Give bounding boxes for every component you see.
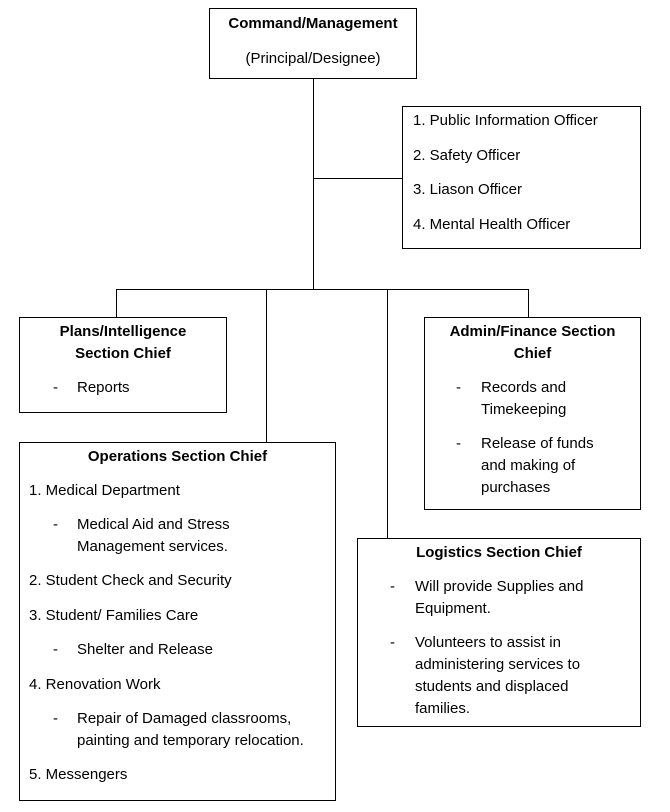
plans-box: Plans/Intelligence Section Chief - Repor… <box>19 317 227 413</box>
connector-horizontal-bus <box>116 289 529 290</box>
connector-plans-drop <box>116 289 117 318</box>
connector-officers-branch <box>313 178 403 179</box>
admin-title-line2: Chief <box>513 345 552 362</box>
officer-item: 4. Mental Health Officer <box>413 216 571 233</box>
command-box: Command/Management (Principal/Designee) <box>209 8 417 79</box>
admin-item-line: and making of <box>481 457 576 474</box>
logistics-item: - Will provide Supplies and Equipment. <box>358 576 640 620</box>
officer-item: 3. Liason Officer <box>413 181 522 198</box>
dash-bullet: - <box>456 435 461 452</box>
operations-item: 2. Student Check and Security <box>29 572 232 589</box>
operations-item: 5. Messengers <box>29 766 128 783</box>
command-subtitle: (Principal/Designee) <box>245 50 381 67</box>
logistics-item-line: Equipment. <box>415 600 491 617</box>
logistics-title: Logistics Section Chief <box>416 544 582 561</box>
operations-subitem-line: Repair of Damaged classrooms, <box>77 710 292 727</box>
officers-box: 1. Public Information Officer 2. Safety … <box>402 106 641 249</box>
admin-item-line: purchases <box>481 479 551 496</box>
dash-bullet: - <box>390 578 395 595</box>
operations-subitem: - Repair of Damaged classrooms, painting… <box>29 708 335 752</box>
logistics-item: - Volunteers to assist in administering … <box>358 632 640 720</box>
plans-item: - Reports <box>20 377 226 399</box>
admin-item: - Release of funds and making of purchas… <box>425 433 640 499</box>
logistics-item-line: students and displaced <box>415 678 569 695</box>
plans-title-line2: Section Chief <box>75 345 171 362</box>
admin-item: - Records and Timekeeping <box>425 377 640 421</box>
operations-subitem: - Medical Aid and Stress Management serv… <box>29 514 335 558</box>
operations-subitem-line: Medical Aid and Stress <box>77 516 230 533</box>
officer-item: 2. Safety Officer <box>413 147 521 164</box>
operations-title: Operations Section Chief <box>87 448 268 465</box>
operations-box: Operations Section Chief 1. Medical Depa… <box>19 442 336 801</box>
logistics-box: Logistics Section Chief - Will provide S… <box>357 538 641 727</box>
dash-bullet: - <box>53 641 58 658</box>
operations-subitem-line: painting and temporary relocation. <box>77 732 304 749</box>
dash-bullet: - <box>53 710 58 727</box>
operations-subitem: - Shelter and Release <box>29 639 335 661</box>
connector-logistics-drop <box>387 289 388 539</box>
logistics-item-line: Volunteers to assist in <box>415 634 561 651</box>
admin-title-line1: Admin/Finance Section <box>449 323 616 340</box>
plans-item-text: Reports <box>77 379 130 396</box>
dash-bullet: - <box>53 516 58 533</box>
operations-item: 3. Student/ Families Care <box>29 607 199 624</box>
admin-item-line: Records and <box>481 379 567 396</box>
dash-bullet: - <box>53 379 58 396</box>
plans-title-line1: Plans/Intelligence <box>59 323 187 340</box>
operations-subitem-line: Shelter and Release <box>77 641 213 658</box>
admin-box: Admin/Finance Section Chief - Records an… <box>424 317 641 510</box>
connector-operations-drop <box>266 289 267 443</box>
admin-item-line: Timekeeping <box>481 401 567 418</box>
connector-admin-drop <box>528 289 529 318</box>
dash-bullet: - <box>390 634 395 651</box>
command-title: Command/Management <box>228 15 398 32</box>
logistics-item-line: administering services to <box>415 656 581 673</box>
operations-item: 1. Medical Department <box>29 482 180 499</box>
connector-command-trunk <box>313 78 314 289</box>
admin-item-line: Release of funds <box>481 435 594 452</box>
operations-subitem-line: Management services. <box>77 538 228 555</box>
logistics-item-line: Will provide Supplies and <box>415 578 584 595</box>
operations-item: 4. Renovation Work <box>29 676 161 693</box>
officer-item: 1. Public Information Officer <box>413 112 598 129</box>
dash-bullet: - <box>456 379 461 396</box>
logistics-item-line: families. <box>415 700 471 717</box>
